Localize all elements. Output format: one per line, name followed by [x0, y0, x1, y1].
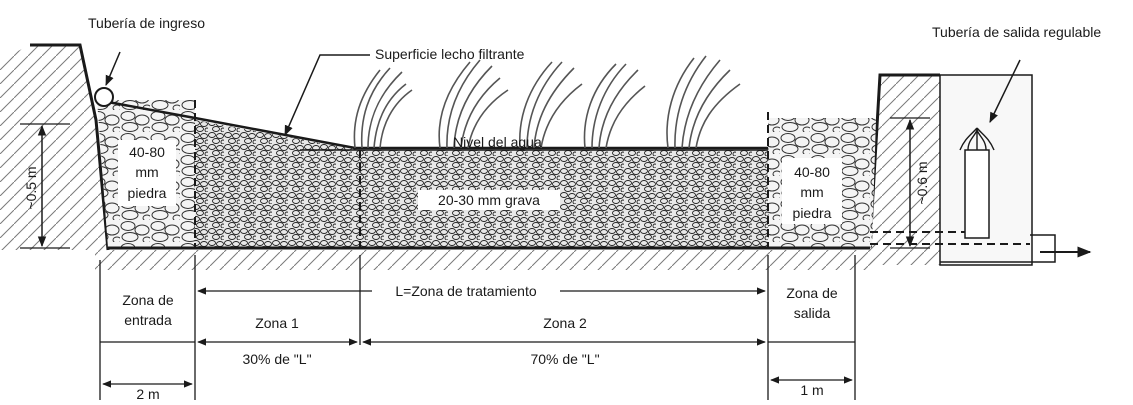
inlet-pipe-arrow	[105, 51, 121, 86]
inlet-label-bg	[118, 140, 176, 206]
inlet-pipe-label: Tubería de ingreso	[88, 15, 205, 31]
zone1-percent-label: 30% de "L"	[242, 351, 311, 367]
outlet-stone-line-3: piedra	[793, 205, 832, 221]
outlet-stone-line-2: mm	[800, 184, 823, 200]
outlet-zone-line-1: Zona de	[786, 285, 838, 301]
filter-surface-pointer	[284, 54, 370, 136]
inlet-stone-line-3: piedra	[128, 185, 167, 201]
inlet-width-label: 2 m	[136, 386, 159, 400]
gravel-label: 20-30 mm grava	[438, 192, 540, 208]
zone1-label: Zona 1	[255, 315, 299, 331]
inlet-zone-line-1: Zona de	[122, 292, 174, 308]
zone2-label: Zona 2	[543, 315, 587, 331]
plants	[353, 55, 741, 149]
outlet-zone-line-2: salida	[794, 305, 831, 321]
depth-dimension-right	[890, 117, 930, 249]
left-embankment	[0, 43, 110, 251]
bottom-dimensions	[99, 255, 856, 400]
zone2-percent-label: 70% de "L"	[530, 351, 599, 367]
bottom-ground	[95, 250, 875, 270]
water-level-label: Nivel del agua	[453, 134, 542, 150]
gravel-label-bg	[418, 190, 560, 210]
filter-surface-line	[96, 98, 768, 150]
outlet-label-bg	[782, 158, 842, 224]
depth-right-label: ~0.6 m	[914, 161, 930, 204]
depth-left-label: ~0.5 m	[23, 166, 39, 209]
inlet-stone-line-1: 40-80	[129, 144, 165, 160]
outlet-stone-line-1: 40-80	[794, 164, 830, 180]
outlet-width-label: 1 m	[800, 382, 823, 398]
filter-surface-label: Superficie lecho filtrante	[375, 46, 525, 62]
inlet-stone-line-2: mm	[135, 164, 158, 180]
outlet-pipe-label: Tubería de salida regulable	[932, 24, 1101, 40]
depth-dimension-left	[20, 123, 70, 249]
inlet-zone-line-2: entrada	[124, 312, 172, 328]
outlet-pipe-arrow	[989, 59, 1021, 123]
outlet-structure	[870, 74, 1092, 266]
gravel-bed	[195, 120, 768, 248]
inlet-pipe-circle	[94, 87, 114, 107]
treatment-zone-label: L=Zona de tratamiento	[395, 283, 536, 299]
